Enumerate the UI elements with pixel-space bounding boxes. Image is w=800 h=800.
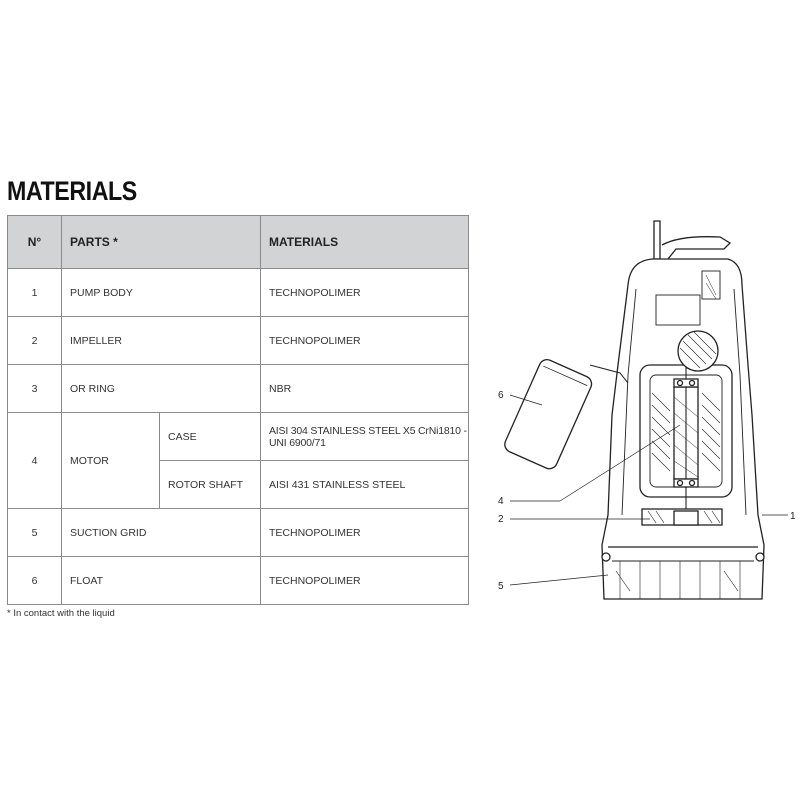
- diagram-label-5: 5: [498, 581, 504, 592]
- diagram-label-1: 1: [790, 511, 796, 522]
- materials-table: N° PARTS * MATERIALS 1 PUMP BODY TECHNOP…: [7, 215, 469, 605]
- row-part: FLOAT: [61, 556, 261, 605]
- table-header-row: N° PARTS * MATERIALS: [7, 215, 469, 269]
- row-material: AISI 304 STAINLESS STEEL X5 CrNi1810 - U…: [260, 412, 469, 461]
- row-part: SUCTION GRID: [61, 508, 261, 557]
- page-title: MATERIALS: [7, 176, 137, 206]
- footnote: * In contact with the liquid: [7, 608, 115, 619]
- table-row: 5 SUCTION GRID TECHNOPOLIMER: [7, 508, 469, 557]
- diagram-label-2: 2: [498, 514, 504, 525]
- row-material: TECHNOPOLIMER: [260, 268, 469, 317]
- row-part: PUMP BODY: [61, 268, 261, 317]
- table-row: 6 FLOAT TECHNOPOLIMER: [7, 556, 469, 605]
- row-subpart: CASE: [159, 412, 261, 461]
- table-row: 1 PUMP BODY TECHNOPOLIMER: [7, 268, 469, 317]
- table-row: ROTOR SHAFT AISI 431 STAINLESS STEEL: [8, 460, 469, 509]
- diagram-label-4: 4: [498, 496, 504, 507]
- row-material: TECHNOPOLIMER: [260, 316, 469, 365]
- table-row: 4 MOTOR CASE AISI 304 STAINLESS STEEL X5…: [7, 412, 469, 509]
- row-number: 5: [7, 508, 62, 557]
- row-material: NBR: [260, 364, 469, 413]
- material-line: AISI 304 STAINLESS STEEL X5 CrNi1810 -: [269, 424, 467, 437]
- header-number: N°: [7, 215, 62, 269]
- row-number: 1: [7, 268, 62, 317]
- material-line: UNI 6900/71: [269, 436, 326, 449]
- diagram-label-6: 6: [498, 390, 504, 401]
- row-number: 2: [7, 316, 62, 365]
- pump-cross-section-diagram: 6 4 2 1 5: [498, 220, 796, 600]
- table-row: 2 IMPELLER TECHNOPOLIMER: [7, 316, 469, 365]
- header-materials: MATERIALS: [260, 215, 469, 269]
- row-part: IMPELLER: [61, 316, 261, 365]
- row-material: TECHNOPOLIMER: [260, 508, 469, 557]
- row-subpart: ROTOR SHAFT: [159, 460, 261, 509]
- row-number: 6: [7, 556, 62, 605]
- row-part: MOTOR: [61, 412, 160, 509]
- table-row: 3 OR RING NBR: [7, 364, 469, 413]
- row-number: 4: [7, 412, 62, 509]
- row-part: OR RING: [61, 364, 261, 413]
- row-number: 3: [7, 364, 62, 413]
- row-material: TECHNOPOLIMER: [260, 556, 469, 605]
- header-parts: PARTS *: [61, 215, 261, 269]
- row-material: AISI 431 STAINLESS STEEL: [260, 460, 469, 509]
